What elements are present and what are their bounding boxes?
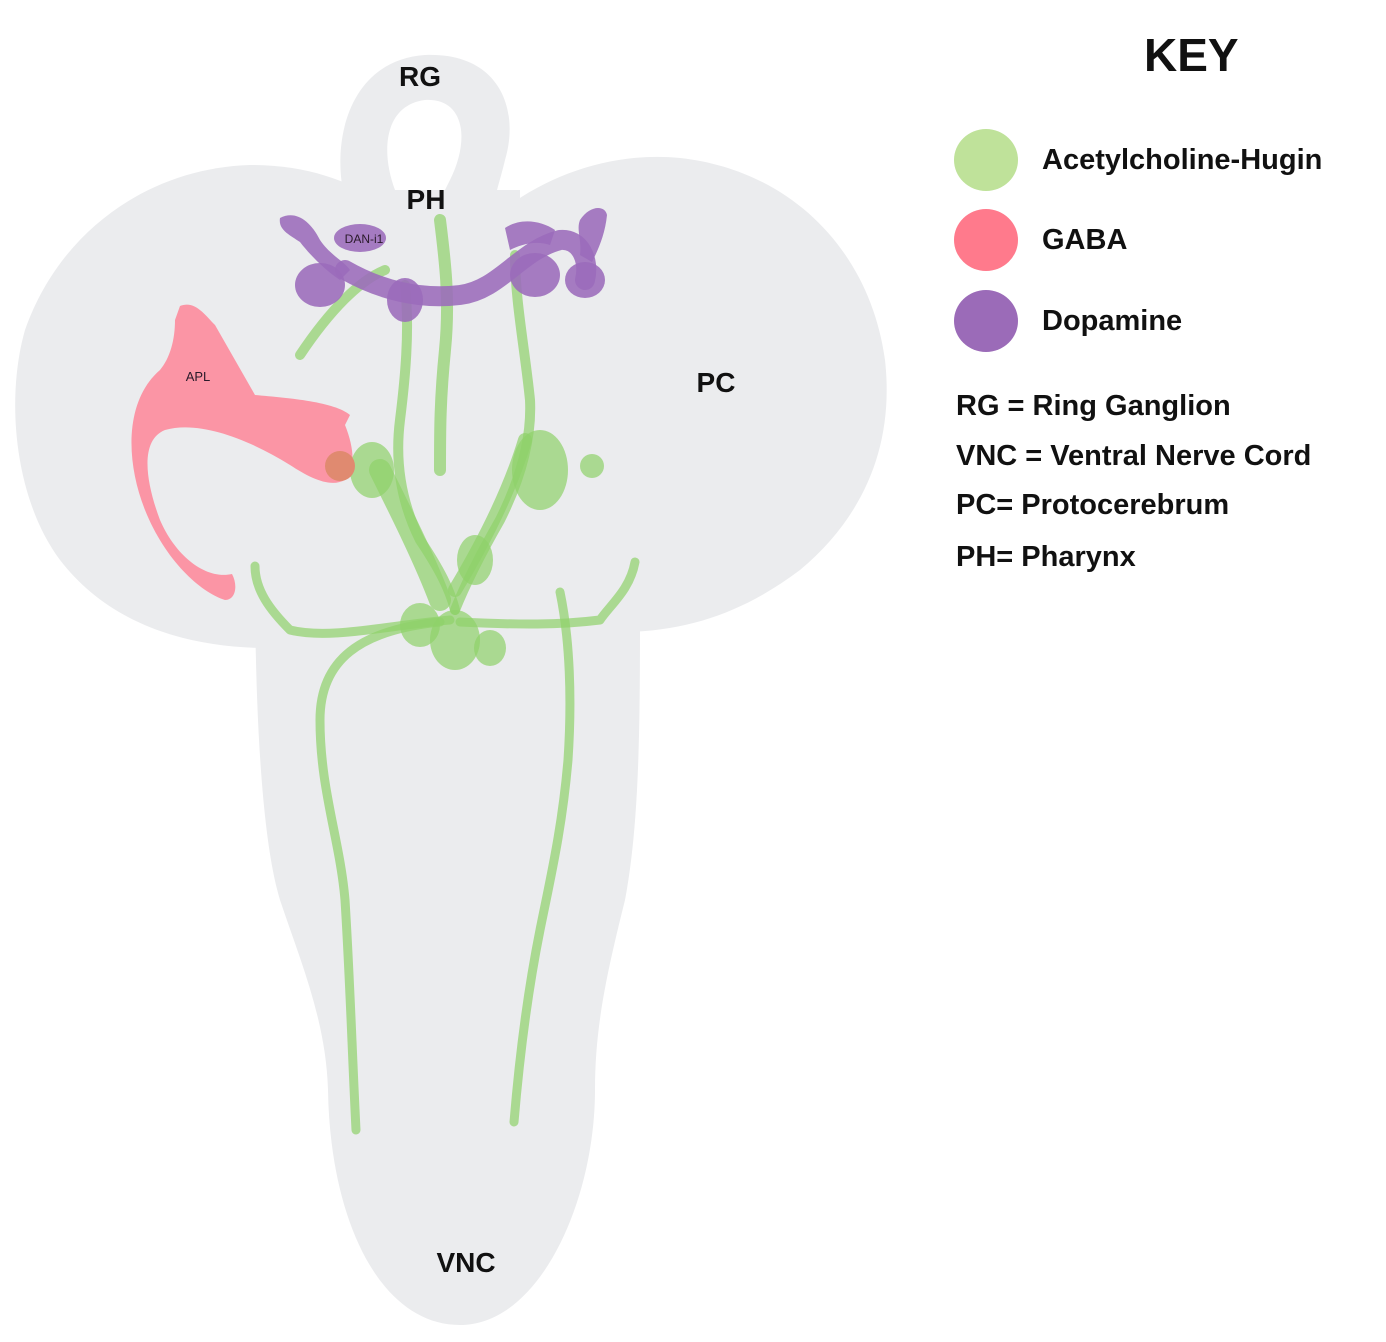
label-ventral-nerve-cord: VNC <box>436 1247 495 1278</box>
legend-label: GABA <box>1042 223 1128 256</box>
abbreviation-rg: RG = Ring Ganglion <box>956 390 1231 422</box>
hugin-neuron-lateral-right <box>455 557 640 629</box>
legend-swatch-purple <box>954 290 1018 352</box>
dopamine-dan-i1-neuron <box>279 208 607 322</box>
dopamine-bouton <box>565 262 605 298</box>
legend-label: Dopamine <box>1042 304 1183 337</box>
hugin-neuron-ascending-mid <box>434 214 454 476</box>
label-apl: APL <box>186 369 211 384</box>
dopamine-dendrite-left <box>279 215 350 280</box>
hugin-soma <box>474 630 506 666</box>
gaba-hugin-overlap <box>325 451 355 481</box>
label-pharynx: PH <box>407 184 446 215</box>
hugin-soma <box>457 535 493 585</box>
vnc-shape <box>255 600 640 1325</box>
label-ring-ganglion: RG <box>399 61 441 92</box>
dopamine-dendrite-right <box>578 208 607 262</box>
abbreviation-vnc: VNC = Ventral Nerve Cord <box>956 440 1312 472</box>
dopamine-bouton <box>510 253 560 297</box>
acetylcholine-hugin-somata <box>350 430 604 670</box>
legend-swatch-green <box>954 129 1018 191</box>
ring-ganglion-shape <box>340 54 510 228</box>
hugin-neuron-vnc-left <box>315 617 445 1135</box>
legend-swatch-pink <box>954 209 1018 271</box>
hugin-soma <box>580 454 604 478</box>
hugin-soma <box>430 610 480 670</box>
key-title: KEY <box>1144 29 1239 81</box>
dopamine-soma <box>334 224 386 252</box>
legend-item-dopamine: Dopamine <box>954 289 1182 353</box>
label-protocerebrum: PC <box>697 367 736 398</box>
legend-item-gaba: GABA <box>954 208 1127 272</box>
gaba-apl-neuron <box>131 304 353 600</box>
hugin-soma <box>350 442 394 498</box>
dopamine-bouton <box>387 278 423 322</box>
label-dan-i1: DAN-i1 <box>345 232 384 246</box>
hugin-soma <box>512 430 568 510</box>
hugin-neuron-vnc-right <box>509 587 575 1127</box>
brain-tissue <box>15 54 887 1325</box>
dopamine-bouton <box>295 263 345 307</box>
dopamine-dendrite-right-mid <box>505 221 555 250</box>
hugin-soma <box>400 603 440 647</box>
abbreviation-pc: PC= Protocerebrum <box>956 489 1230 521</box>
legend-item-acetylcholine-hugin: Acetylcholine-Hugin <box>954 128 1322 192</box>
legend-label: Acetylcholine-Hugin <box>1042 143 1323 176</box>
abbreviation-ph: PH= Pharynx <box>956 541 1136 573</box>
